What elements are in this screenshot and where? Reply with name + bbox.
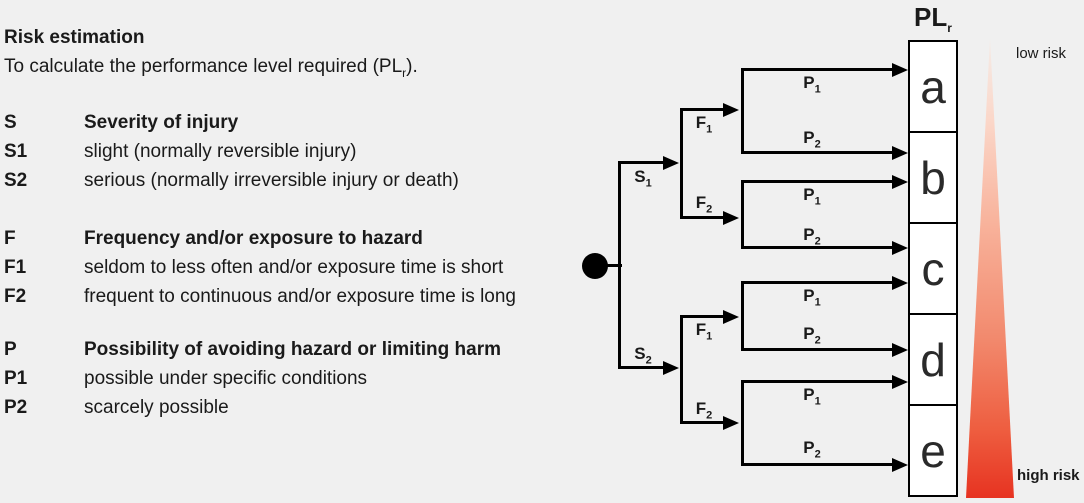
f1-branch-s1-line [680, 108, 724, 111]
legend-section-severity: S Severity of injury S1 slight (normally r… [4, 108, 564, 195]
p1-s2f2-label: P1 [803, 385, 821, 408]
pl-column-header: PLr [914, 2, 952, 36]
tree-root-node [582, 253, 608, 279]
possibility-fork-s2f2-line [741, 380, 744, 466]
legend-row: F2 frequent to continuous and/or exposure… [4, 282, 564, 311]
p1-s1f2-label: P1 [803, 185, 821, 208]
legend-key: F2 [4, 286, 27, 307]
f2-branch-s2-label: F2 [695, 399, 713, 422]
p1-s2f2-arrowhead-icon [892, 375, 908, 389]
root-stub-line [606, 264, 622, 267]
s2-branch-line [618, 366, 664, 369]
s2-arrowhead-icon [663, 361, 679, 375]
legend-key: P2 [4, 397, 28, 418]
p1-s1f2-line [741, 180, 893, 183]
p1-s1f2-arrowhead-icon [892, 175, 908, 189]
s2-branch-label: S2 [634, 344, 652, 367]
subscript-r: r [402, 65, 407, 80]
frequency-fork-s1-line [680, 108, 683, 219]
legend-row: P Possibility of avoiding hazard or limit… [4, 335, 564, 364]
legend-section-frequency: F Frequency and/or exposure to hazard F1 s… [4, 224, 564, 311]
legend-key: S [4, 112, 17, 133]
p2-s2f2-line [741, 463, 893, 466]
risk-gradient-triangle [966, 38, 1014, 498]
legend-text: slight (normally reversible injury) [84, 141, 357, 162]
legend-key: P1 [4, 368, 28, 389]
pl-box-e: e [908, 404, 958, 497]
legend-text: seldom to less often and/or exposure tim… [84, 257, 504, 278]
p1-s1f1-arrowhead-icon [892, 63, 908, 77]
p1-s2f1-line [741, 281, 893, 284]
legend-key: P [4, 339, 17, 360]
legend-heading: Severity of injury [84, 112, 239, 133]
legend-text: serious (normally irreversible injury or… [84, 170, 459, 191]
page-subtitle: To calculate the performance level requi… [4, 56, 418, 80]
legend-heading: Frequency and/or exposure to hazard [84, 228, 423, 249]
s1-branch-line [618, 161, 664, 164]
possibility-fork-s1f1-line [741, 68, 744, 154]
p2-s1f1-label: P2 [803, 128, 821, 151]
f1-branch-s1-label: F1 [695, 113, 713, 136]
severity-trunk-line [618, 161, 621, 369]
legend-key: F [4, 228, 16, 249]
legend-row: S2 serious (normally irreversible injury … [4, 166, 564, 195]
legend-row: F Frequency and/or exposure to hazard [4, 224, 564, 253]
possibility-fork-s1f2-line [741, 180, 744, 249]
p2-s2f1-label: P2 [803, 324, 821, 347]
legend-text: frequent to continuous and/or exposure t… [84, 286, 516, 307]
f2-s1-arrowhead-icon [723, 211, 739, 225]
legend-key: S2 [4, 170, 28, 191]
f1-s1-arrowhead-icon [723, 103, 739, 117]
legend-row: S Severity of injury [4, 108, 564, 137]
frequency-fork-s2-line [680, 315, 683, 424]
p2-s1f1-line [741, 151, 893, 154]
p1-s1f1-line [741, 68, 893, 71]
p1-s2f1-label: P1 [803, 286, 821, 309]
s1-arrowhead-icon [663, 156, 679, 170]
f1-s2-arrowhead-icon [723, 310, 739, 324]
p1-s2f2-line [741, 380, 893, 383]
legend-text: scarcely possible [84, 397, 229, 418]
legend-row: F1 seldom to less often and/or exposure t… [4, 253, 564, 282]
p2-s2f2-arrowhead-icon [892, 458, 908, 472]
p2-s1f2-arrowhead-icon [892, 241, 908, 255]
pl-box-a: a [908, 40, 958, 133]
legend-text: possible under specific conditions [84, 368, 368, 389]
p1-s1f1-label: P1 [803, 73, 821, 96]
low-risk-label: low risk [1016, 45, 1067, 62]
legend-row: P2 scarcely possible [4, 393, 564, 422]
pl-box-b: b [908, 131, 958, 224]
p2-s1f2-line [741, 246, 893, 249]
pl-box-d: d [908, 313, 958, 406]
f1-branch-s2-label: F1 [695, 320, 713, 343]
legend-heading: Possibility of avoiding hazard or limiti… [84, 339, 501, 360]
high-risk-label: high risk [1017, 467, 1080, 484]
legend-row: S1 slight (normally reversible injury) [4, 137, 564, 166]
p2-s1f1-arrowhead-icon [892, 146, 908, 160]
legend-key: S1 [4, 141, 28, 162]
possibility-fork-s2f1-line [741, 281, 744, 351]
p2-s1f2-label: P2 [803, 225, 821, 248]
p2-s2f2-label: P2 [803, 438, 821, 461]
legend-row: P1 possible under specific conditions [4, 364, 564, 393]
f2-branch-s1-label: F2 [695, 193, 713, 216]
p2-s2f1-arrowhead-icon [892, 343, 908, 357]
p1-s2f1-arrowhead-icon [892, 276, 908, 290]
legend-key: F1 [4, 257, 27, 278]
f2-branch-s1-line [680, 216, 724, 219]
p2-s2f1-line [741, 348, 893, 351]
s1-branch-label: S1 [634, 167, 652, 190]
f2-s2-arrowhead-icon [723, 416, 739, 430]
page-title: Risk estimation [4, 27, 145, 48]
legend-section-possibility: P Possibility of avoiding hazard or limit… [4, 335, 564, 422]
f1-branch-s2-line [680, 315, 724, 318]
pl-box-c: c [908, 222, 958, 315]
f2-branch-s2-line [680, 421, 724, 424]
